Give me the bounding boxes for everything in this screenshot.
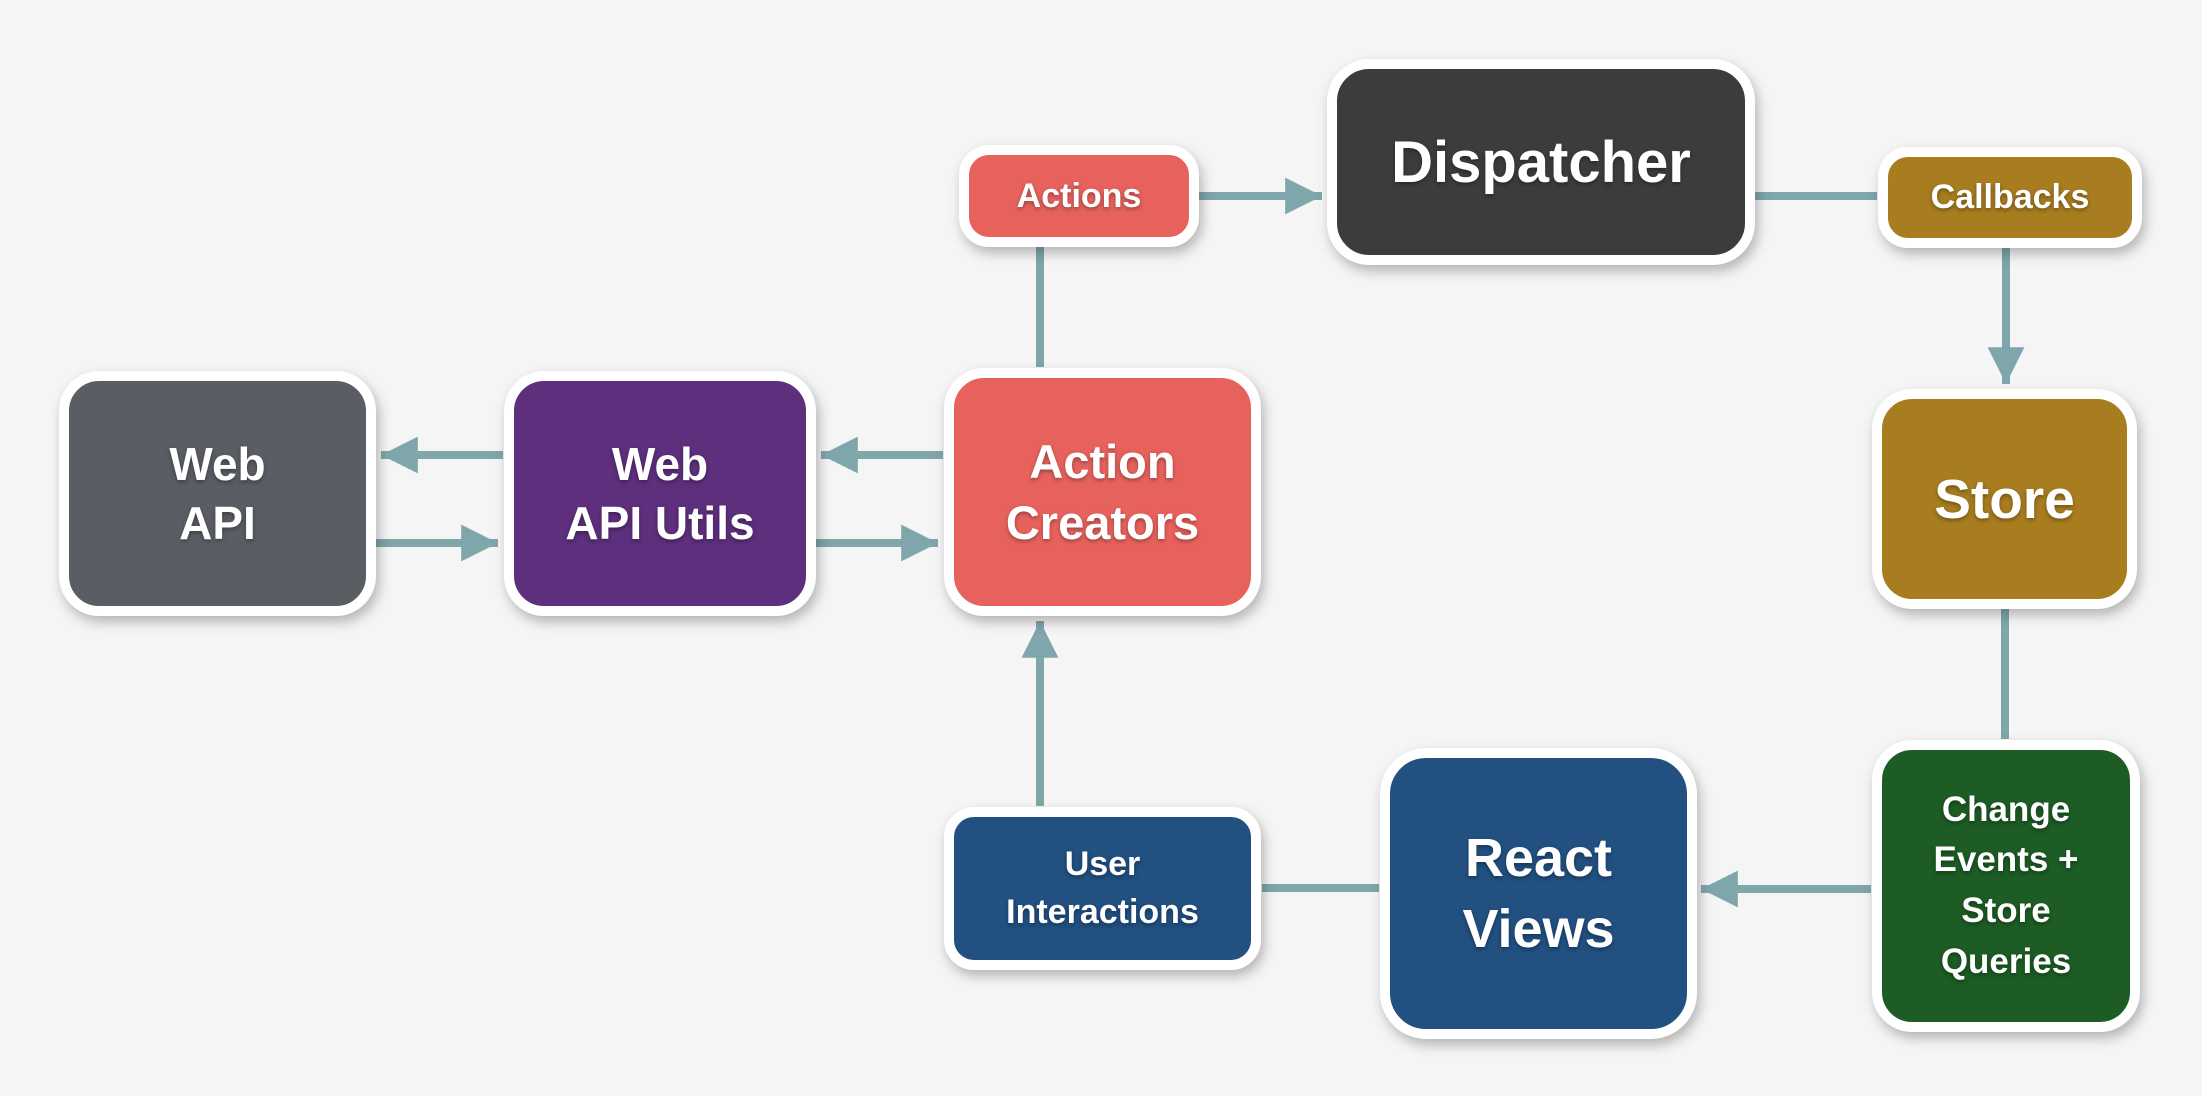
node-react-views-label-line: React <box>1464 828 1613 889</box>
node-actions-label-line: Actions <box>1016 176 1142 215</box>
node-web-api-label-line: Web <box>169 437 266 490</box>
node-change-events-label-line: Change <box>1941 789 2071 829</box>
node-store: Store <box>1872 389 2137 609</box>
node-web-api-label-line: API <box>179 496 256 549</box>
node-action-creators: Action Creators <box>944 368 1261 616</box>
node-dispatcher-label-line: Dispatcher <box>1391 129 1691 195</box>
node-callbacks: Callbacks <box>1878 147 2142 248</box>
node-user-interactions: User Interactions <box>944 807 1261 970</box>
node-action-creators-label-line: Creators <box>1005 496 1200 549</box>
node-web-api-utils: Web API Utils <box>504 371 816 616</box>
node-change-events-store-queries: Change Events + Store Queries <box>1872 740 2140 1032</box>
node-web-api-utils-label-line: API Utils <box>565 496 755 549</box>
node-change-events-label-line: Events + <box>1933 840 2079 880</box>
node-dispatcher: Dispatcher <box>1327 59 1755 265</box>
node-react-views: React Views <box>1380 748 1697 1039</box>
node-web-api: Web API <box>59 371 376 616</box>
node-callbacks-label-line: Callbacks <box>1930 178 2090 216</box>
node-actions: Actions <box>959 145 1199 247</box>
node-action-creators-label-line: Action <box>1029 434 1176 488</box>
node-store-label-line: Store <box>1934 468 2075 530</box>
node-user-interactions-label-line: Interactions <box>1006 892 1199 931</box>
node-react-views-label-line: Views <box>1462 898 1615 959</box>
node-web-api-utils-label-line: Web <box>611 437 709 490</box>
node-change-events-label-line: Store <box>1961 891 2051 930</box>
node-user-interactions-label-line: User <box>1064 844 1141 883</box>
node-change-events-label-line: Queries <box>1940 941 2072 981</box>
